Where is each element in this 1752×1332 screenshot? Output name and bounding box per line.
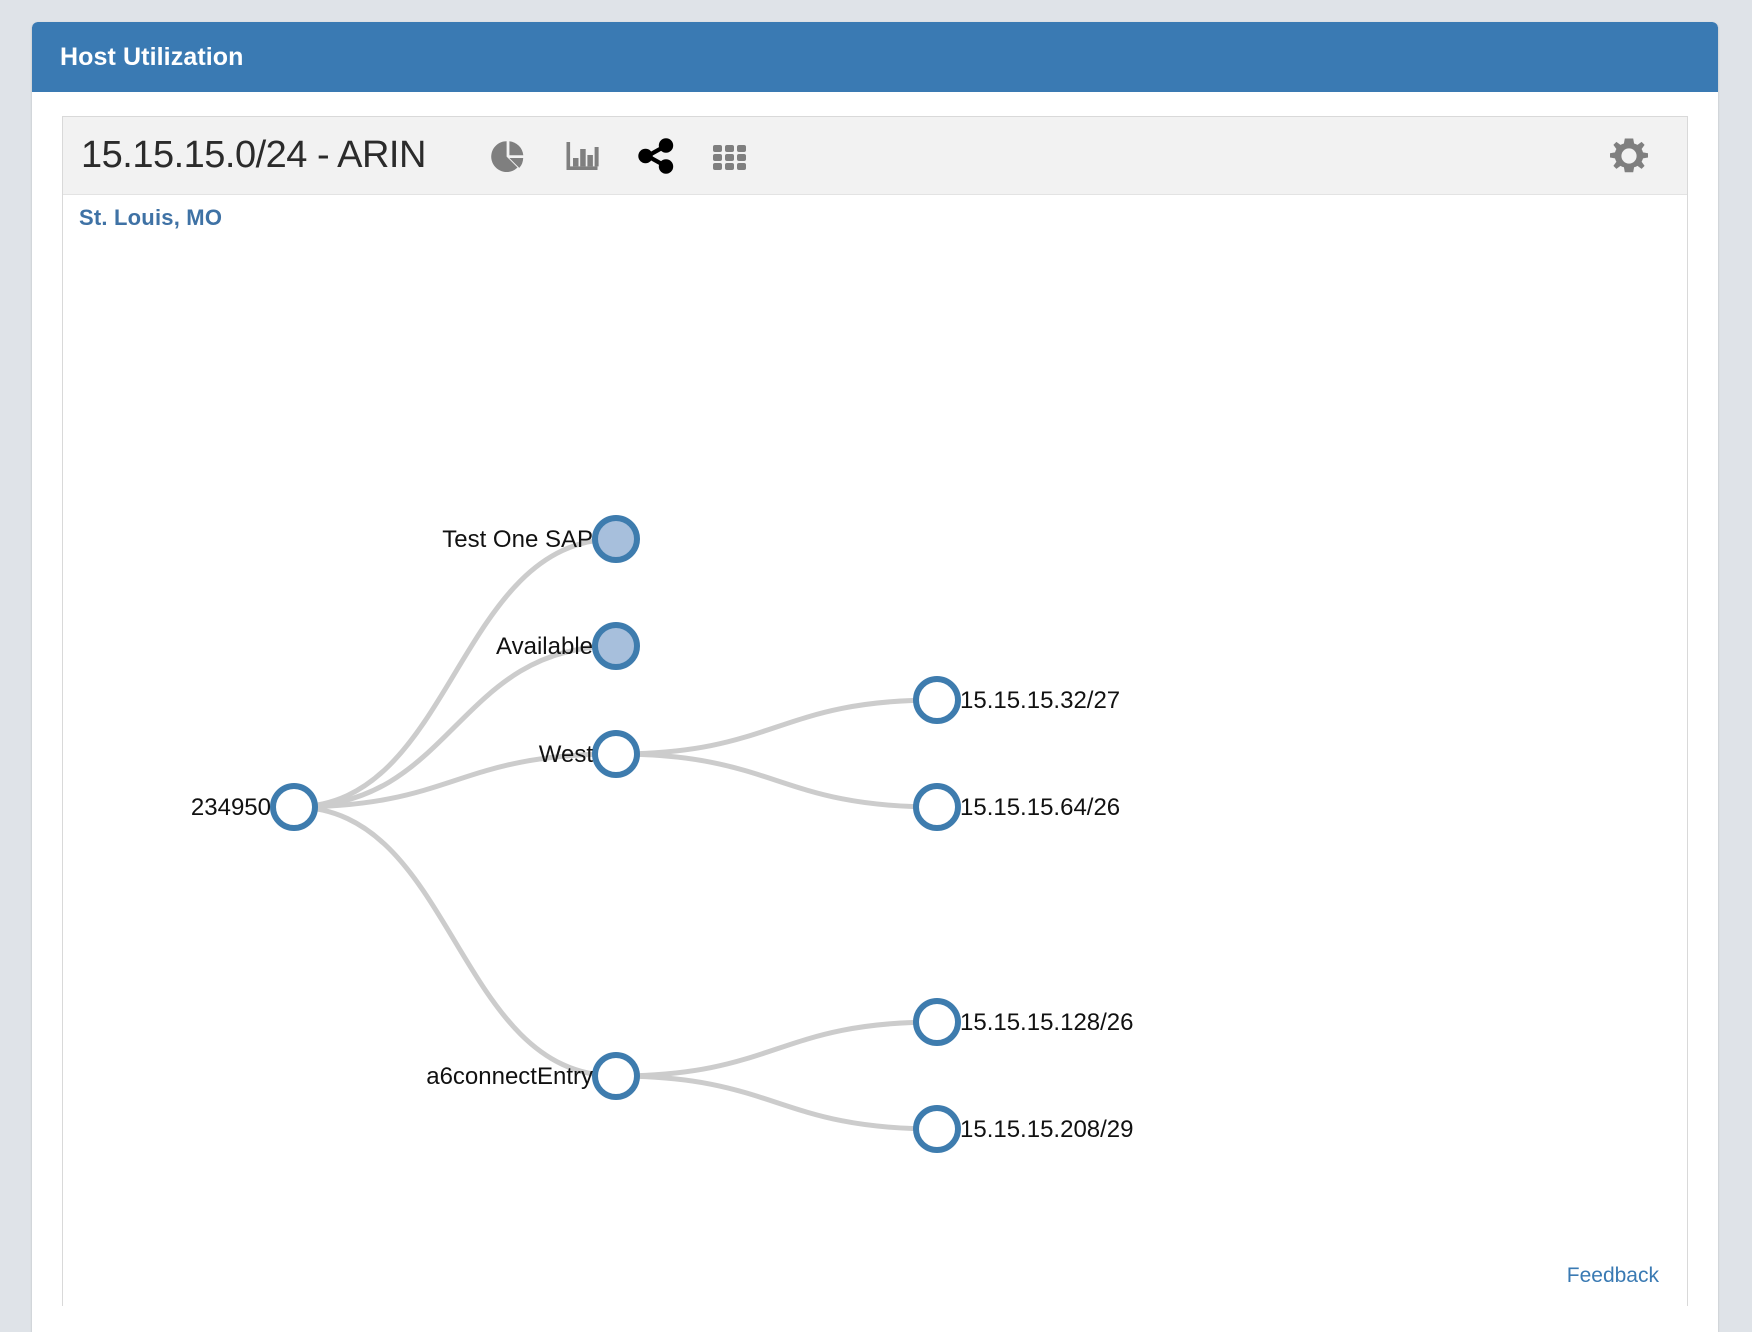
tree-link: [615, 751, 938, 810]
tree-node[interactable]: 15.15.15.32/27: [913, 676, 1120, 724]
panel-header: Host Utilization: [32, 22, 1718, 92]
card-toolbar: 15.15.15.0/24 - ARIN: [63, 117, 1687, 195]
tree-link: [293, 751, 617, 810]
tree-link: [293, 643, 617, 810]
tree-node-label: Available: [496, 633, 593, 660]
tree-node-label: 15.15.15.128/26: [960, 1009, 1134, 1036]
tree-node[interactable]: 15.15.15.64/26: [913, 783, 1120, 831]
tree-node-label: 15.15.15.208/29: [960, 1116, 1134, 1143]
feedback-link[interactable]: Feedback: [1566, 1264, 1659, 1287]
tree-node-circle[interactable]: [592, 1052, 640, 1100]
tree-node[interactable]: Test One SAP: [442, 515, 640, 563]
tree-link: [615, 697, 938, 757]
utilization-card: 15.15.15.0/24 - ARIN: [62, 116, 1688, 1306]
tree-link: [293, 536, 617, 810]
panel-body: 15.15.15.0/24 - ARIN: [32, 92, 1718, 1332]
tree-node-label: West: [539, 741, 594, 768]
page-title: Host Utilization: [60, 42, 244, 71]
tree-node-circle[interactable]: [913, 676, 961, 724]
tree-node-circle[interactable]: [913, 1105, 961, 1153]
gear-icon[interactable]: [1603, 130, 1655, 182]
tree-node[interactable]: West: [539, 730, 640, 778]
host-utilization-panel: Host Utilization 15.15.15.0/24 - ARIN: [32, 22, 1718, 1332]
tree-node-circle[interactable]: [592, 515, 640, 563]
tree-node-circle[interactable]: [592, 730, 640, 778]
grid-icon[interactable]: [710, 136, 750, 176]
tree-node[interactable]: 234950: [191, 783, 318, 831]
tree-node-label: a6connectEntry: [426, 1063, 593, 1090]
tree-link: [615, 1019, 938, 1079]
tree-node[interactable]: Available: [496, 622, 640, 670]
tree-node-label: 15.15.15.32/27: [960, 687, 1120, 714]
tree-node-label: 234950: [191, 794, 271, 821]
tree-node-circle[interactable]: [913, 998, 961, 1046]
tree-link: [293, 804, 617, 1079]
tree-node-label: Test One SAP: [442, 526, 593, 553]
tree-node[interactable]: 15.15.15.208/29: [913, 1105, 1134, 1153]
tree-node-circle[interactable]: [592, 622, 640, 670]
bar-chart-icon[interactable]: [562, 136, 602, 176]
view-mode-icons: [488, 136, 750, 176]
tree-node-circle[interactable]: [270, 783, 318, 831]
tree-node-label: 15.15.15.64/26: [960, 794, 1120, 821]
location-link[interactable]: St. Louis, MO: [79, 205, 223, 230]
tree-node-circle[interactable]: [913, 783, 961, 831]
tree-link: [615, 1073, 938, 1132]
pie-chart-icon[interactable]: [488, 136, 528, 176]
tree-node[interactable]: a6connectEntry: [426, 1052, 640, 1100]
prefix-title: 15.15.15.0/24 - ARIN: [81, 134, 426, 176]
tree-node[interactable]: 15.15.15.128/26: [913, 998, 1134, 1046]
share-icon[interactable]: [636, 136, 676, 176]
